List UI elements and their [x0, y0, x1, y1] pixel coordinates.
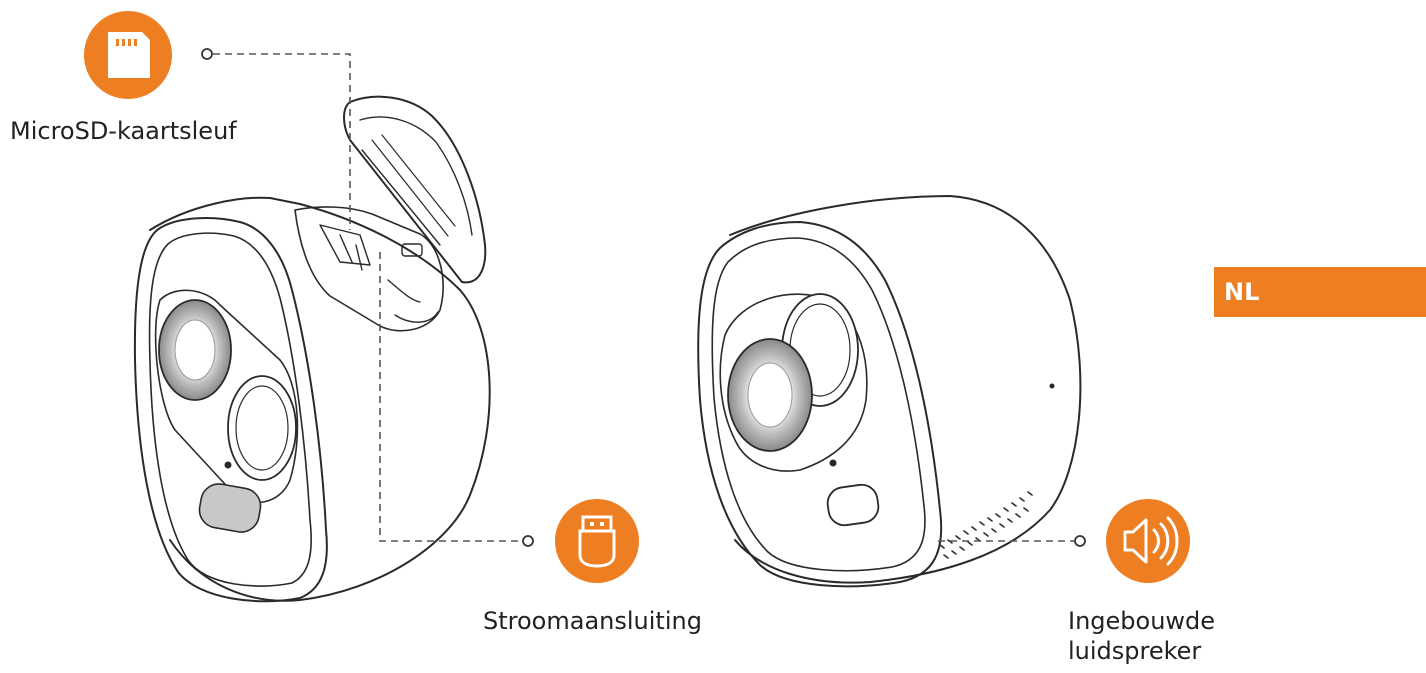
power-leader-end: [522, 535, 534, 547]
camera-right: [697, 195, 1082, 588]
camera-right-body: [729, 195, 1082, 584]
camera-left-lens-housing: [154, 289, 299, 504]
microsd-leader-end: [201, 48, 213, 60]
speaker-leader-end: [1074, 535, 1086, 547]
camera-left-front-bezel: [148, 232, 312, 587]
camera-right-status-led: [829, 459, 837, 467]
callout-lines: [213, 53, 1074, 542]
sd-card-icon: [84, 11, 172, 99]
power-port-label: Stroomaansluiting: [483, 607, 702, 635]
language-tab-label: NL: [1224, 278, 1260, 306]
sd-compartment: [294, 206, 444, 332]
usb-plug-icon: [555, 499, 639, 583]
speaker-label: Ingebouwde luidspreker: [1068, 606, 1215, 666]
camera-right-front-face: [697, 221, 943, 588]
speaker-label-line2: luidspreker: [1068, 637, 1202, 665]
microsd-slot-label: MicroSD-kaartsleuf: [10, 117, 237, 145]
camera-right-light-bar: [826, 483, 880, 527]
camera-left-body: [149, 196, 491, 602]
camera-left-front-face: [133, 217, 328, 603]
speaker-grille: [939, 491, 1033, 559]
speaker-label-line1: Ingebouwde: [1068, 607, 1216, 635]
camera-left: [133, 95, 491, 603]
camera-left-light-bar: [198, 483, 262, 533]
camera-left-status-led: [224, 461, 232, 469]
speaker-icon: [1106, 499, 1190, 583]
sd-lid: [343, 95, 487, 284]
language-tab: NL: [1214, 267, 1426, 317]
microsd-leader: [213, 53, 351, 230]
camera-left-pir-sensor: [227, 375, 297, 481]
power-leader: [379, 252, 522, 542]
